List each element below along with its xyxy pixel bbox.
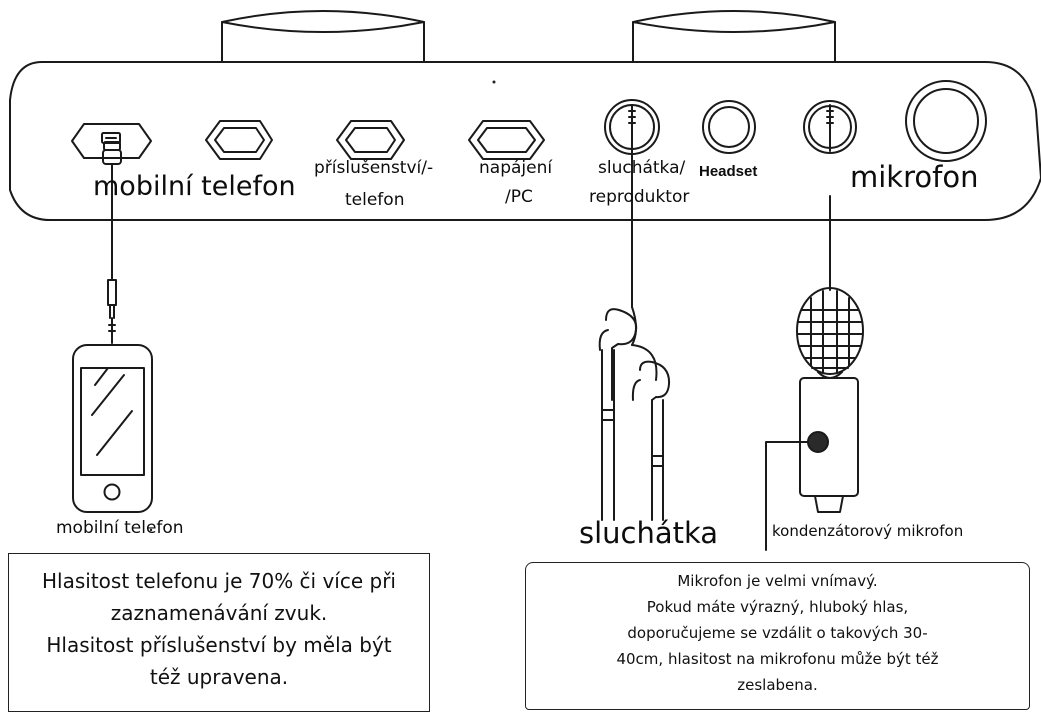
caption-smartphone: mobilní telefon	[56, 518, 184, 538]
usbc-port-1	[205, 120, 273, 160]
note-left-line: Hlasitost příslušenství by měla být	[46, 633, 392, 657]
label-power-pc-port-line1: napájení	[479, 158, 553, 178]
note-right-line: 40cm, hlasitost na mikrofonu může být té…	[616, 650, 939, 668]
note-right-line: zeslabena.	[737, 676, 818, 694]
large-knob-port	[905, 80, 987, 162]
note-right-line: doporučujeme se vzdálit o takových 30-	[627, 624, 928, 642]
device-body	[9, 61, 1041, 221]
note-left-line: Hlasitost telefonu je 70% či více při	[42, 569, 396, 593]
label-headphones-speaker-port-line1: sluchátka/	[598, 158, 686, 178]
note-right-line: Pokud máte výrazný, hluboký hlas,	[646, 598, 909, 616]
label-headphones-speaker-port-line2: reproduktor	[589, 187, 690, 207]
label-power-pc-port-line2: /PC	[505, 187, 533, 207]
note-left-line: zaznamenávání zvuk.	[110, 601, 328, 625]
label-microphone-port: mikrofon	[850, 160, 979, 194]
caption-earphones: sluchátka	[579, 516, 719, 550]
usbc-port-2	[336, 120, 405, 160]
note-mic-sensitivity: Mikrofon je velmi vnímavý. Pokud máte vý…	[525, 562, 1030, 710]
condenser-mic-illustration	[796, 287, 864, 513]
label-mobile-phone-port: mobilní telefon	[93, 171, 296, 202]
left-knob	[221, 10, 425, 63]
headset-jack	[702, 100, 756, 154]
note-right-line: Mikrofon je velmi vnímavý.	[677, 572, 878, 590]
earphone-cable	[628, 104, 658, 381]
note-phone-volume: Hlasitost telefonu je 70% či více při za…	[8, 553, 430, 712]
right-knob	[632, 10, 836, 63]
label-accessory-phone-port-line1: příslušenství/-	[314, 158, 434, 178]
usbc-port-3	[468, 120, 545, 160]
label-headset-port: Headset	[699, 163, 758, 180]
microphone-cable	[826, 104, 834, 291]
caption-condenser-mic: kondenzátorový mikrofon	[772, 522, 964, 540]
note-left-line: též upravena.	[149, 665, 289, 689]
smartphone-illustration	[72, 344, 153, 513]
label-accessory-phone-port-line2: telefon	[345, 190, 405, 210]
earphones-illustration	[598, 308, 671, 521]
phone-cable	[102, 141, 122, 344]
mic-callout-line	[765, 441, 809, 551]
